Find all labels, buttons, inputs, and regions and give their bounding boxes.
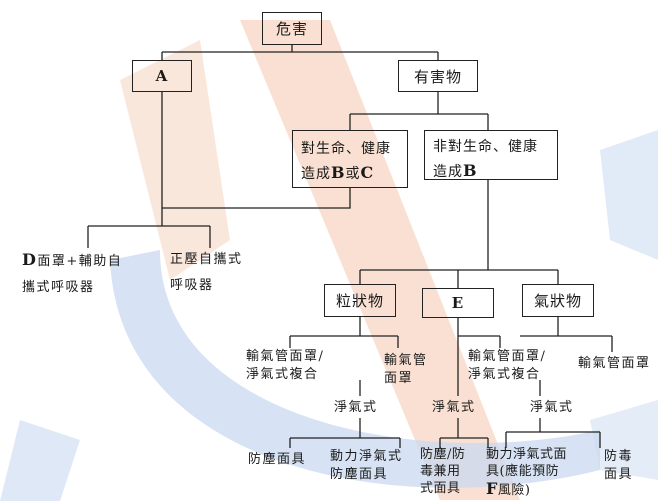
connector-life-down [162, 188, 351, 209]
label-dust-gas-combo-mask: 防塵/防 毒兼用 式面具 [420, 447, 466, 496]
life-line-1: 對生命、健康 [301, 141, 391, 157]
nonlife-line-2: 造成B [433, 161, 478, 180]
node-hazard: 危害 [262, 12, 322, 45]
label-gas-mask: 防毒 面具 [604, 449, 634, 482]
label-particulate-airline-mask: 輸氣管 面罩 [384, 353, 428, 386]
label-gaseous-airline-mask: 輸氣管面罩 [578, 356, 651, 371]
node-a: A [132, 60, 192, 92]
watermark-blue-right [600, 130, 658, 260]
node-e: E [422, 288, 494, 318]
watermark-blue-right-2 [590, 400, 658, 480]
watermark-blue-swoosh [110, 250, 600, 488]
life-line-2: 造成B或C [301, 163, 375, 182]
node-gaseous: 氣狀物 [522, 284, 594, 317]
label-gaseous-combo: 輸氣管面罩/ 淨氣式複合 [468, 349, 547, 382]
label-dust-mask: 防塵面具 [248, 452, 307, 467]
label-gaseous-air-purifying: 淨氣式 [530, 400, 574, 415]
watermark-orange-stroke [240, 20, 520, 500]
label-powered-dust-respirator: 動力淨氣式 防塵面具 [330, 449, 403, 482]
node-life-threatening: 對生命、健康 造成B或C [292, 130, 408, 188]
watermark-orange-stroke-2 [120, 40, 230, 280]
nonlife-line-1: 非對生命、健康 [433, 139, 538, 155]
label-powered-air-purifying: 動力淨氣式面 具(應能預防 F風險) [486, 447, 568, 498]
node-harmful-substance: 有害物 [398, 60, 478, 92]
label-e-air-purifying: 淨氣式 [432, 400, 476, 415]
label-particulate-air-purifying: 淨氣式 [334, 400, 378, 415]
label-particulate-combo: 輸氣管面罩/ 淨氣式複合 [246, 349, 325, 382]
node-particulate: 粒狀物 [324, 284, 396, 317]
watermark-blue-swoosh-2 [0, 420, 80, 501]
node-non-life-threatening: 非對生命、健康 造成B [424, 130, 558, 180]
label-d-mask-scba: D面罩+輔助自 攜式呼吸器 [22, 250, 123, 295]
label-positive-pressure-scba: 正壓自攜式 呼吸器 [170, 252, 243, 293]
